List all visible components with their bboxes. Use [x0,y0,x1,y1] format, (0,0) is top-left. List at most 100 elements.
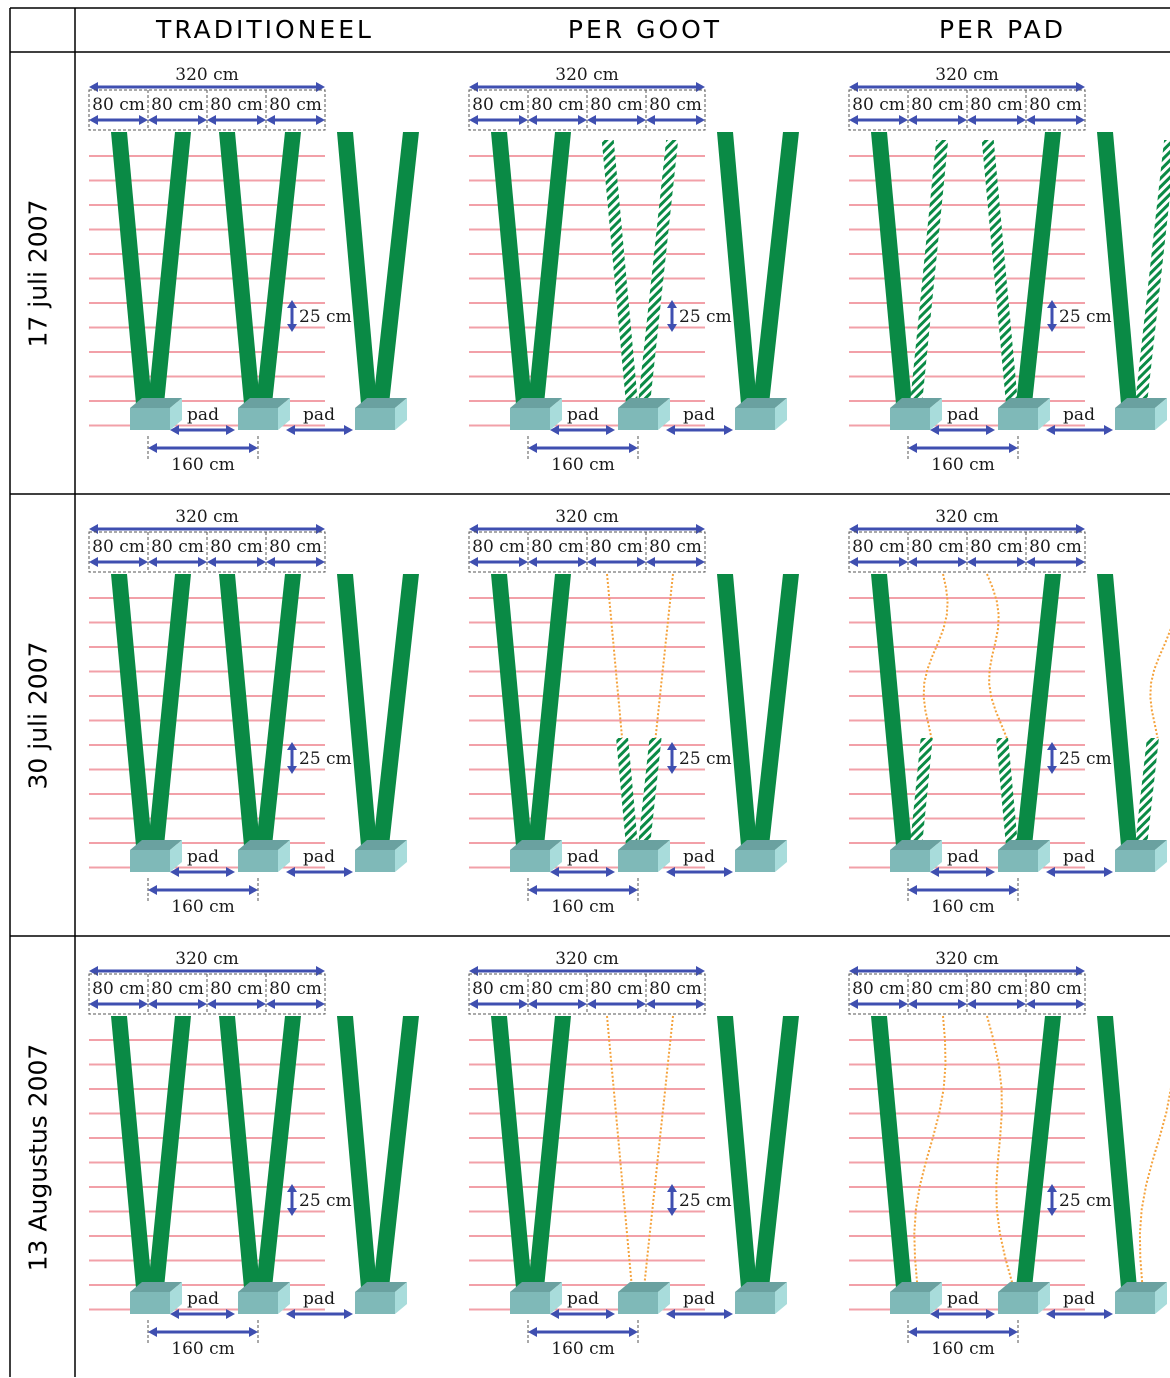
plant-stem [111,132,152,404]
arrow-head [1046,1309,1055,1319]
quarter-width-label: 80 cm [970,979,1023,999]
arrow-head [1076,115,1085,125]
arrow-head [528,885,537,895]
gutter-block [735,1292,775,1314]
cut-stem [638,140,679,404]
path-label: pad [947,847,979,867]
quarter-width-label: 80 cm [92,95,145,115]
arrow-head [578,557,587,567]
path-label: pad [1063,1289,1095,1309]
plant-stem [148,574,191,846]
arrow-head [986,1309,995,1319]
cut-stem [1135,140,1170,404]
quarter-width-label: 80 cm [1029,95,1082,115]
row-label-text: 13 Augustus 2007 [23,1043,52,1271]
arrow-head [666,425,675,435]
gutter-block [890,1292,930,1314]
gutter-top [238,1282,290,1292]
arrow-head [550,1309,559,1319]
gutter-block [130,850,170,872]
arrow-head [667,324,677,332]
arrow-head [550,867,559,877]
gutter-top [735,398,787,408]
arrow-head [1026,115,1035,125]
quarter-width-label: 80 cm [852,979,905,999]
quarter-width-label: 80 cm [210,979,263,999]
arrow-head [528,999,537,1009]
gutter-top [618,840,670,850]
arrow-head [249,1327,258,1337]
row-spacing-label: 25 cm [679,307,732,327]
plant-stem [373,132,419,404]
arrow-head [967,115,976,125]
gutter-block [130,1292,170,1314]
quarter-width-label: 80 cm [151,979,204,999]
arrow-head [908,115,917,125]
removed-stem [641,1015,674,1307]
gutter-block [355,408,395,430]
arrow-head [967,999,976,1009]
gutter-side [395,1282,407,1314]
removed-stem [913,1015,947,1307]
arrow-head [207,115,216,125]
gutter-top [998,1282,1050,1292]
path-label: pad [187,1289,219,1309]
gutter-spacing-label: 160 cm [551,897,615,917]
plant-stem [111,574,152,846]
row-label-3: 13 Augustus 2007 [0,936,75,1378]
arrow-head [986,867,995,877]
row-spacing-label: 25 cm [299,307,352,327]
arrow-head [286,425,295,435]
arrow-head [667,1208,677,1216]
gutter-block [510,1292,550,1314]
path-label: pad [187,405,219,425]
gutter-block [355,1292,395,1314]
gutter-block [510,408,550,430]
gutter-spacing-label: 160 cm [171,897,235,917]
arrow-head [249,885,258,895]
quarter-width-label: 80 cm [92,537,145,557]
gutter-side [550,1282,562,1314]
arrow-head [316,115,325,125]
plant-stem [1016,132,1061,404]
gutter-top [510,840,562,850]
arrow-head [198,557,207,567]
arrow-head [148,443,157,453]
arrow-head [148,115,157,125]
quarter-width-label: 80 cm [472,537,525,557]
gutter-block [1115,1292,1155,1314]
gutter-side [775,1282,787,1314]
arrow-head [148,1327,157,1337]
total-width-label: 320 cm [935,949,999,969]
plant-stem [717,574,757,846]
arrow-head [257,115,266,125]
arrow-head [849,999,858,1009]
arrow-head [528,443,537,453]
arrow-head [958,999,967,1009]
cut-stem [981,140,1018,404]
path-label: pad [303,1289,335,1309]
gutter-top [1115,840,1167,850]
removed-stem [1149,628,1170,739]
arrow-head [170,425,179,435]
gutter-spacing-label: 160 cm [171,455,235,475]
column-header-per-goot: PER GOOT [567,15,723,44]
plant-stem [491,1016,532,1288]
plant-stem [753,1016,799,1288]
arrow-head [1046,867,1055,877]
arrow-head [667,1184,677,1192]
arrow-head [528,557,537,567]
gutter-top [890,840,942,850]
plant-stem [219,132,260,404]
gutter-block [735,850,775,872]
row-spacing-label: 25 cm [299,749,352,769]
row-spacing-label: 25 cm [1059,307,1112,327]
gutter-spacing-label: 160 cm [931,455,995,475]
path-label: pad [947,405,979,425]
column-header-per-pad: PER PAD [938,15,1067,44]
path-label: pad [1063,405,1095,425]
